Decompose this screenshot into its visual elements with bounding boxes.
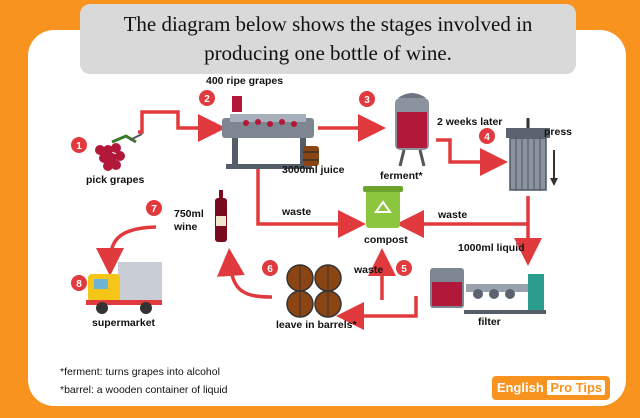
- diagram-title: The diagram below shows the stages invol…: [123, 12, 533, 65]
- footnote-ferment: *ferment: turns grapes into alcohol: [60, 366, 220, 378]
- step-number-circles: [71, 90, 495, 291]
- arrow-wine-to-supermarket: [96, 225, 157, 276]
- wine-line2: wine: [174, 221, 198, 233]
- step-4-number: 4: [484, 132, 490, 143]
- fermenter-icon: [395, 93, 429, 167]
- label-1000ml-liquid: 1000ml liquid: [458, 242, 525, 254]
- label-press: press: [544, 126, 573, 138]
- filter-icon: [430, 268, 546, 314]
- title-box: The diagram below shows the stages invol…: [80, 4, 576, 74]
- arrow-filter-to-barrels: [336, 296, 418, 330]
- label-pick-grapes: pick grapes: [86, 174, 145, 186]
- label-supermarket: supermarket: [92, 317, 156, 329]
- step-7-circle: [146, 200, 162, 216]
- label-ferment: ferment*: [380, 170, 423, 182]
- step-5-number: 5: [401, 264, 407, 275]
- arrow-pick-to-crush: [138, 110, 226, 142]
- brand-logo: English Pro Tips: [492, 376, 610, 400]
- truck-icon: [86, 262, 162, 314]
- step-6-number: 6: [267, 264, 273, 275]
- step-8-number: 8: [76, 279, 82, 290]
- label-waste-left: waste: [282, 206, 312, 218]
- arrow-crush-to-compost: [256, 165, 366, 238]
- step-3-number: 3: [364, 95, 370, 106]
- footnote-barrel: *barrel: a wooden container of liquid: [60, 384, 228, 396]
- step-2-circle: [199, 90, 215, 106]
- wine-line1: 750ml: [174, 208, 204, 220]
- brand-part1: English: [496, 380, 544, 395]
- label-leave-in-barrels: leave in barrels*: [276, 319, 357, 331]
- step-2-number: 2: [204, 94, 210, 105]
- label-waste-right: waste: [438, 209, 468, 221]
- step-4-circle: [479, 128, 495, 144]
- step-1-circle: [71, 137, 87, 153]
- press-icon: [506, 118, 558, 191]
- label-400-ripe-grapes: 400 ripe grapes: [206, 75, 284, 87]
- label-juice: 3000ml juice: [282, 164, 345, 176]
- step-1-number: 1: [76, 141, 82, 152]
- step-6-circle: [262, 260, 278, 276]
- juice-barrel-icon: [303, 146, 319, 166]
- grape-bunch-icon: [95, 133, 143, 171]
- barrels-icon: [286, 264, 342, 318]
- arrow-ferment-to-press: [436, 138, 508, 176]
- label-waste-bottom: waste: [354, 264, 384, 276]
- flow-arrows: [96, 110, 542, 330]
- label-two-weeks: 2 weeks later: [437, 116, 503, 128]
- brand-part2: Pro Tips: [547, 380, 606, 395]
- label-750ml-wine: 750ml wine: [174, 208, 204, 234]
- step-7-number: 7: [151, 204, 157, 215]
- wine-bottle-icon: [215, 190, 227, 242]
- step-5-circle: [396, 260, 412, 276]
- step-8-circle: [71, 275, 87, 291]
- compost-bin-icon: [363, 186, 403, 228]
- label-compost: compost: [364, 234, 408, 246]
- arrow-barrels-to-wine: [216, 248, 273, 299]
- step-3-circle: [359, 91, 375, 107]
- label-filter: filter: [478, 316, 501, 328]
- crusher-icon: [222, 96, 314, 169]
